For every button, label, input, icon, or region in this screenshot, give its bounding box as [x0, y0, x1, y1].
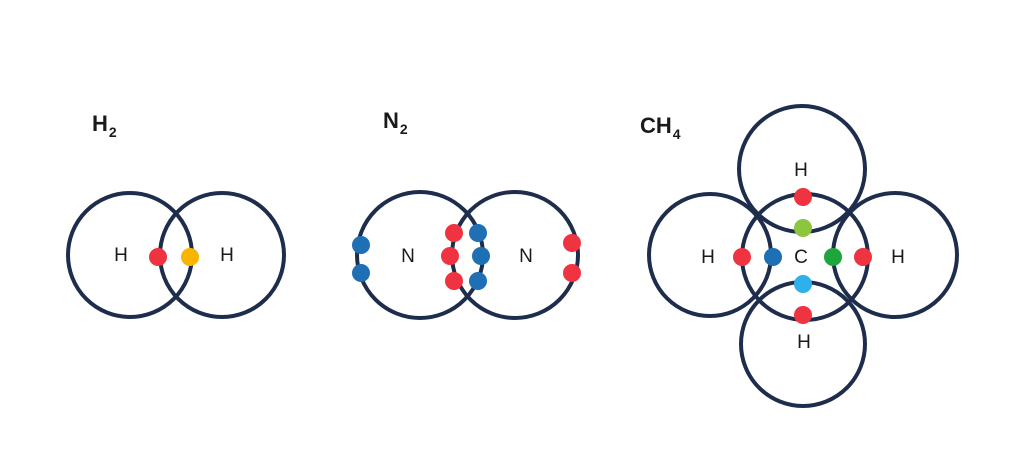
electron-dot-blue [469, 224, 487, 242]
electron-dot-blue [352, 264, 370, 282]
atom-label-h: H [794, 160, 808, 181]
formula-title: CH4 [640, 113, 681, 142]
electron-dot-blue [469, 272, 487, 290]
atom-label-n: N [519, 246, 533, 267]
atom-label-h: H [797, 332, 811, 353]
electron-dot-red [441, 247, 459, 265]
formula-title: N2 [383, 108, 408, 137]
formula-base: H [92, 111, 108, 136]
electron-dot-blue [764, 248, 782, 266]
electron-dot-red [445, 272, 463, 290]
atom-label-h: H [114, 245, 128, 266]
electron-dot-red [563, 264, 581, 282]
atom-label-n: N [401, 246, 415, 267]
formula-title: H2 [92, 111, 117, 140]
electron-dot-red [854, 248, 872, 266]
atom-label-h: H [891, 247, 905, 268]
formula-base: CH [640, 113, 672, 138]
electron-dot-red [733, 248, 751, 266]
electron-dot-red [794, 306, 812, 324]
formula-subscript: 2 [400, 121, 408, 137]
electron-dot-green [824, 248, 842, 266]
electron-shell-n [450, 190, 580, 320]
formula-subscript: 2 [109, 124, 117, 140]
formula-subscript: 4 [673, 126, 681, 142]
electron-dot-red [794, 188, 812, 206]
atom-label-c: C [794, 247, 808, 268]
electron-dot-red [445, 224, 463, 242]
electron-dot-yellow [181, 248, 199, 266]
atom-label-h: H [220, 245, 234, 266]
electron-dot-red [563, 234, 581, 252]
formula-base: N [383, 108, 399, 133]
atom-label-h: H [701, 247, 715, 268]
electron-dot-blue [472, 247, 490, 265]
electron-shell-n [355, 190, 485, 320]
electron-dot-cyan [794, 275, 812, 293]
electron-dot-lime [794, 219, 812, 237]
electron-shell-h [66, 191, 194, 319]
electron-dot-blue [352, 236, 370, 254]
electron-dot-red [149, 248, 167, 266]
